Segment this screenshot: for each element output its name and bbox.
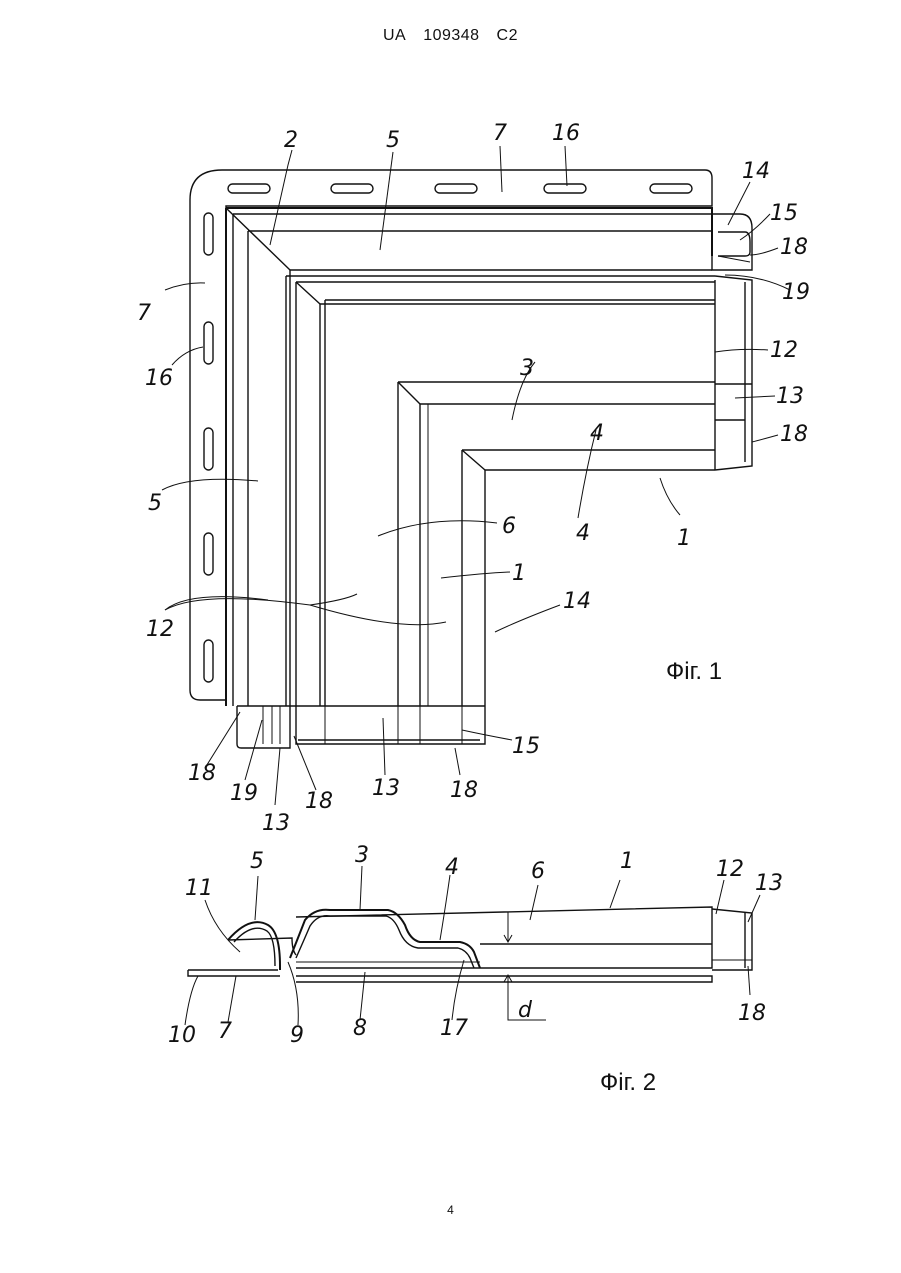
figure-2-drawing: 5 3 4 6 1 12 13 11 10 7 9 8 17 d 18 Фіг.… (168, 843, 783, 1096)
fig1-label-7: 7 (493, 121, 507, 146)
fig2-label-7: 7 (218, 1019, 232, 1044)
fig1-label-14b: 18 (188, 761, 216, 786)
fig2-label-5: 5 (250, 849, 264, 874)
fig1-label-5: 5 (386, 128, 400, 153)
fig2-label-4: 4 (445, 855, 459, 880)
fig2-label-12: 12 (716, 857, 744, 882)
fig1-label-19: 19 (782, 280, 810, 305)
fig1-label-12: 12 (770, 338, 798, 363)
fig1-label-15b: 19 (230, 781, 258, 806)
fig2-label-8: 8 (353, 1016, 367, 1041)
fig1-label-13: 13 (776, 384, 804, 409)
fig2-label-13: 13 (755, 871, 783, 896)
fig2-label-3: 3 (355, 843, 369, 868)
fig2-label-11: 11 (185, 876, 213, 901)
fig2-label-1: 1 (620, 849, 634, 874)
figure-1-drawing: 2 5 7 16 14 15 18 19 7 16 12 13 18 6 4 1… (137, 121, 810, 836)
fig1-label-16: 16 (552, 121, 580, 146)
fig1-label-15: 15 (770, 201, 798, 226)
fig2-label-9: 9 (290, 1023, 304, 1048)
fig2-label-17: 17 (440, 1016, 468, 1041)
fig1-label-2: 2 (284, 128, 298, 153)
fig1-label-16b: 16 (145, 366, 173, 391)
fig2-label-d: d (518, 998, 533, 1023)
fig1-label-5b: 5 (148, 491, 162, 516)
fig2-label-10: 10 (168, 1023, 196, 1048)
fig1-label-1b: 14 (563, 589, 591, 614)
fig1-label-4c: 4 (590, 421, 604, 446)
fig1-label-3b: 6 (502, 514, 516, 539)
fig1-label-19b: 18 (305, 789, 333, 814)
fig2-caption: Фіг. 2 (600, 1069, 656, 1096)
fig1-label-7b: 7 (137, 301, 151, 326)
page-number: 4 (0, 1203, 901, 1217)
fig1-label-18: 18 (780, 235, 808, 260)
fig1-label-4: 4 (576, 521, 590, 546)
fig1-label-18d: 18 (450, 778, 478, 803)
fig1-caption: Фіг. 1 (666, 658, 722, 685)
fig1-label-12b: 15 (512, 734, 540, 759)
fig1-label-18b: 18 (780, 422, 808, 447)
fig1-label-4b: 1 (512, 561, 526, 586)
fig1-label-1: 1 (677, 526, 691, 551)
fig2-label-18: 18 (738, 1001, 766, 1026)
fig1-label-6: 12 (146, 617, 174, 642)
fig1-label-13b: 13 (372, 776, 400, 801)
fig1-label-14: 14 (742, 159, 770, 184)
fig2-label-6: 6 (531, 859, 545, 884)
fig1-label-18c: 13 (262, 811, 290, 836)
fig1-label-3: 3 (520, 356, 534, 381)
